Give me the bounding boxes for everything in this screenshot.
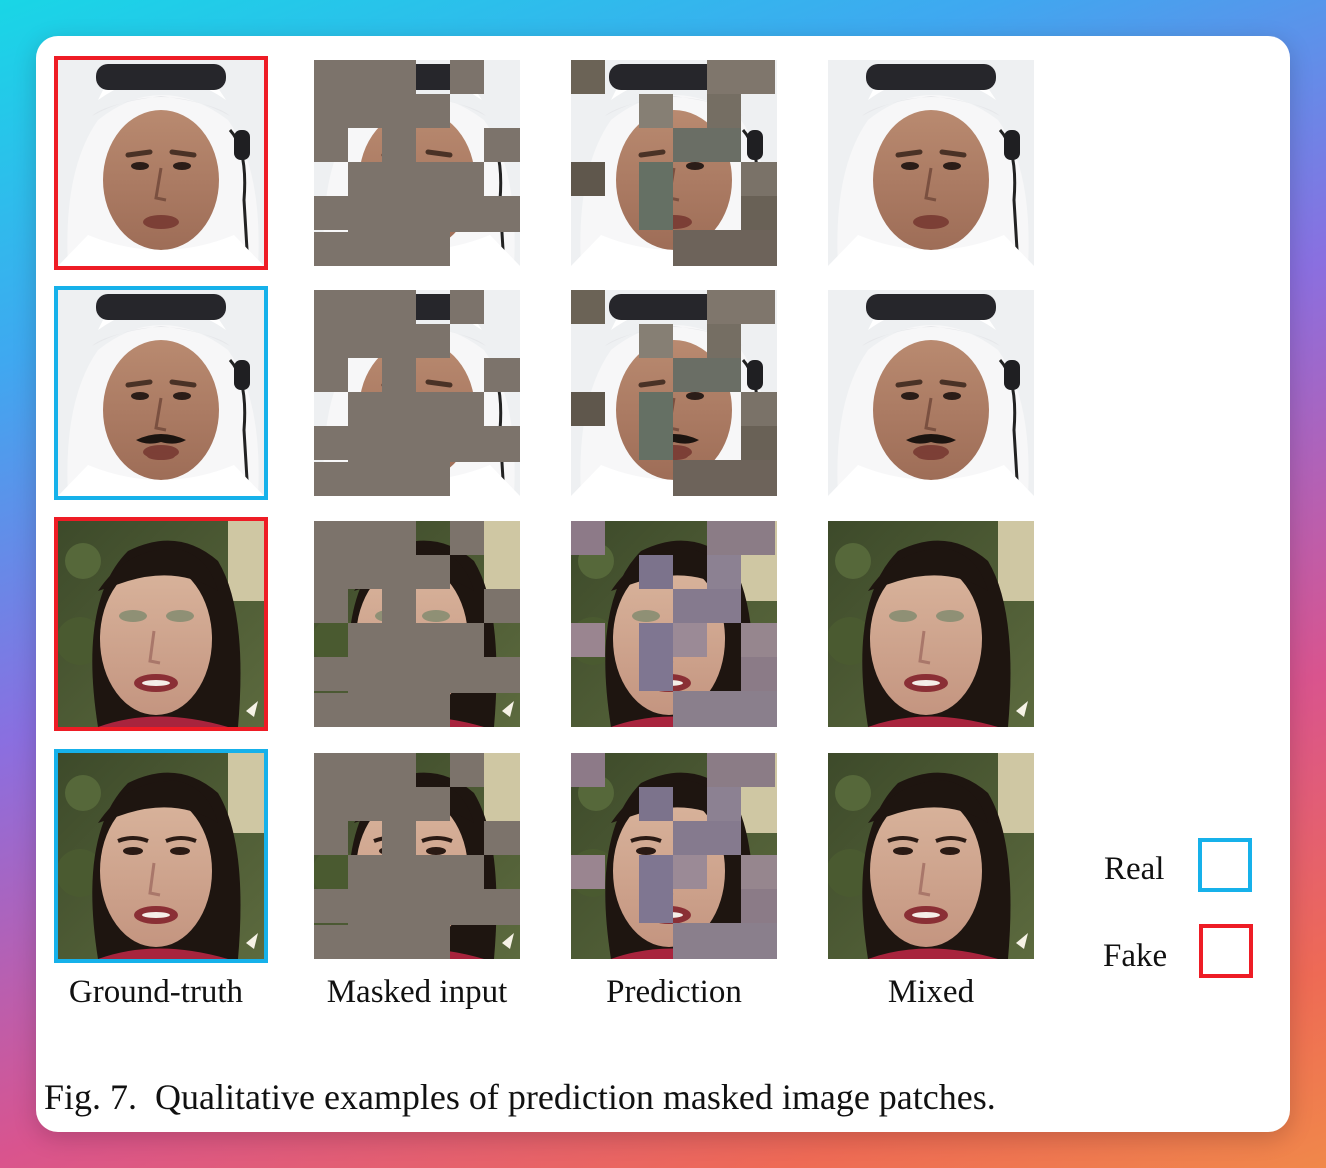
ground-truth-image-real-woman	[54, 749, 268, 963]
caption-text: Qualitative examples of prediction maske…	[155, 1077, 996, 1117]
masked-input-image	[314, 521, 520, 727]
ground-truth-image-real-man	[54, 286, 268, 500]
figure-card: Ground-truth Masked input Prediction Mix…	[36, 36, 1290, 1132]
legend-label-fake: Fake	[1103, 938, 1168, 974]
prediction-image	[571, 521, 777, 727]
legend-swatch-fake	[1199, 924, 1253, 978]
prediction-image	[571, 753, 777, 959]
column-label-prediction: Prediction	[606, 974, 742, 1010]
mixed-image	[828, 753, 1034, 959]
caption-figure-number: Fig. 7.	[44, 1077, 138, 1117]
column-label-masked-input: Masked input	[326, 974, 508, 1010]
legend-swatch-real	[1198, 838, 1252, 892]
masked-input-image	[314, 60, 520, 266]
figure-caption: Fig. 7. Qualitative examples of predictio…	[44, 1076, 996, 1118]
masked-input-image	[314, 290, 520, 496]
column-label-ground-truth: Ground-truth	[68, 974, 244, 1010]
masked-input-image	[314, 753, 520, 959]
legend-label-real: Real	[1104, 851, 1165, 887]
column-label-mixed: Mixed	[887, 974, 975, 1010]
ground-truth-image-fake-woman	[54, 517, 268, 731]
ground-truth-image-fake-man	[54, 56, 268, 270]
mixed-image	[828, 521, 1034, 727]
prediction-image	[571, 60, 777, 266]
mixed-image	[828, 60, 1034, 266]
prediction-image	[571, 290, 777, 496]
mixed-image	[828, 290, 1034, 496]
